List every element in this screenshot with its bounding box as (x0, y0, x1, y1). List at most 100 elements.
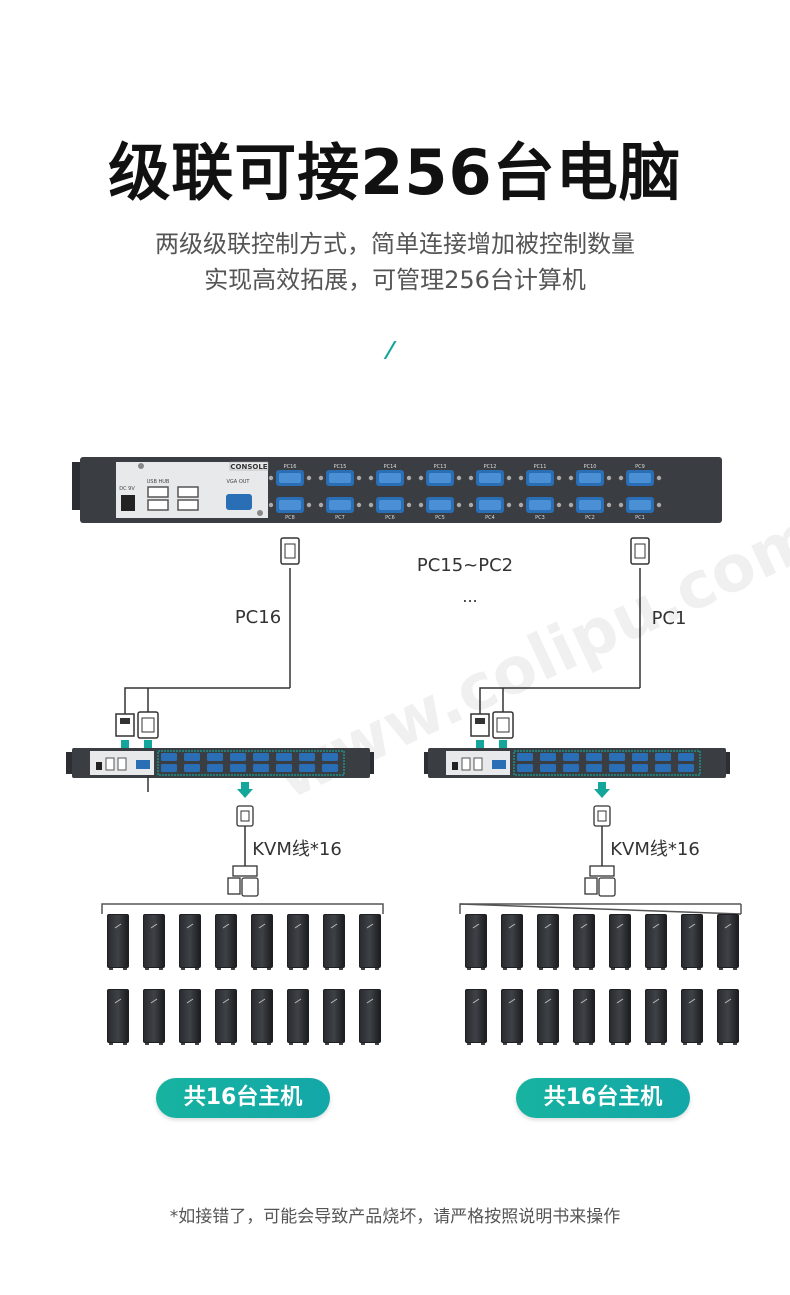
subtitle-line-1: 两级级联控制方式，简单连接增加被控制数量 (155, 230, 635, 258)
vga-port-pc6: PC6 (368, 497, 412, 521)
sub-kvm-switch-right (424, 748, 730, 778)
sub-vga-port (632, 764, 648, 772)
host-computer-icon (465, 914, 487, 970)
host-computer-icon (107, 914, 129, 970)
pc1-label: PC1 (652, 608, 687, 629)
port-label: PC12 (484, 464, 497, 470)
host-computer-icon (215, 914, 237, 970)
sub-vga-port (517, 753, 533, 761)
host-computer-icon (717, 914, 739, 970)
vga-port-pc9: PC9 (618, 464, 662, 486)
port-label: PC3 (535, 515, 545, 521)
port-label: PC15 (334, 464, 347, 470)
host-computer-icon (143, 914, 165, 970)
sub-vga-port (230, 753, 246, 761)
host-computer-icon (573, 989, 595, 1045)
sub-vga-port (655, 753, 671, 761)
host-computer-icon (537, 914, 559, 970)
sub-vga-port (678, 764, 694, 772)
page-subtitle: 两级级联控制方式，简单连接增加被控制数量 实现高效拓展，可管理256台计算机 (0, 226, 790, 298)
host-computer-icon (359, 914, 381, 970)
host-computer-icon (287, 914, 309, 970)
vga-port-pc16: PC16 (268, 464, 312, 486)
vga-port-pc13: PC13 (418, 464, 462, 486)
host-computer-icon (645, 989, 667, 1045)
main-cables (124, 568, 641, 714)
bracket-left (101, 903, 384, 914)
vga-port-pc5: PC5 (418, 497, 462, 521)
pc16-label: PC16 (235, 607, 281, 628)
host-computer-icon (215, 989, 237, 1045)
port-label: PC5 (435, 515, 445, 521)
port-label: PC16 (284, 464, 297, 470)
sub-vga-port (276, 753, 292, 761)
warning-footnote: *如接错了，可能会导致产品烧坏，请严格按照说明书来操作 (169, 1207, 621, 1227)
sub-vga-port (632, 753, 648, 761)
host-computer-icon (717, 989, 739, 1045)
sub-vga-port (609, 764, 625, 772)
host-computer-icon (609, 989, 631, 1045)
host-computer-icon (681, 989, 703, 1045)
port-label: PC8 (285, 515, 295, 521)
sub-vga-port (161, 764, 177, 772)
host-computer-icon (465, 989, 487, 1045)
host-computer-icon (287, 989, 309, 1045)
port-label: PC6 (385, 515, 395, 521)
vga-port-pc10: PC10 (568, 464, 612, 486)
sub-vga-port (517, 764, 533, 772)
host-computer-icon (143, 989, 165, 1045)
port-label: PC13 (434, 464, 447, 470)
kvm-cable-label-right: KVM线*16 (610, 839, 700, 860)
subtitle-line-2: 实现高效拓展，可管理256台计算机 (204, 266, 586, 294)
vga-connector-icon (630, 537, 650, 565)
sub-vga-port (207, 753, 223, 761)
port-label: PC9 (635, 464, 645, 470)
vga-port-pc3: PC3 (518, 497, 562, 521)
sub-vga-port (207, 764, 223, 772)
port-label: PC10 (584, 464, 597, 470)
host-computer-icon (107, 989, 129, 1045)
sub-vga-port (540, 753, 556, 761)
host-computer-icon (645, 914, 667, 970)
usb-plug-icon (470, 713, 490, 737)
host-computer-icon (537, 989, 559, 1045)
sub-vga-port (609, 753, 625, 761)
kvm-cable-right (584, 805, 616, 897)
port-label: PC11 (534, 464, 547, 470)
vga-port-pc1: PC1 (618, 497, 662, 521)
port-label: PC2 (585, 515, 595, 521)
vga-port-pc11: PC11 (518, 464, 562, 486)
sub-vga-port (253, 753, 269, 761)
host-computer-icon (179, 989, 201, 1045)
hosts-count-badge-left: 共16台主机 (156, 1078, 330, 1118)
host-computer-icon (573, 914, 595, 970)
sub-vga-port (322, 753, 338, 761)
vga-plug-icon (492, 711, 514, 739)
host-computer-icon (323, 989, 345, 1045)
vga-plug-icon (137, 711, 159, 739)
vga-out-label: VGA OUT (227, 479, 251, 485)
host-computer-icon (501, 914, 523, 970)
usb-hub-label: USB HUB (147, 479, 170, 485)
port-label: PC7 (335, 515, 345, 521)
host-computer-icon (323, 914, 345, 970)
sub-vga-port (655, 764, 671, 772)
port-label: PC4 (485, 515, 495, 521)
sub-kvm-switch-left (66, 748, 374, 792)
sub-vga-port (563, 764, 579, 772)
sub-vga-port (299, 753, 315, 761)
host-computer-icon (501, 989, 523, 1045)
sub-vga-port (299, 764, 315, 772)
host-computer-icon (681, 914, 703, 970)
sub-vga-port (540, 764, 556, 772)
sub-vga-port (230, 764, 246, 772)
bracket-right (459, 903, 742, 915)
console-label: CONSOLE (230, 463, 267, 471)
sub-vga-port (322, 764, 338, 772)
vga-port-pc2: PC2 (568, 497, 612, 521)
usb-plug-icon (115, 713, 135, 737)
page-title: 级联可接256台电脑 (108, 136, 682, 209)
kvm-cable-label-left: KVM线*16 (252, 839, 342, 860)
port-label: PC14 (384, 464, 397, 470)
